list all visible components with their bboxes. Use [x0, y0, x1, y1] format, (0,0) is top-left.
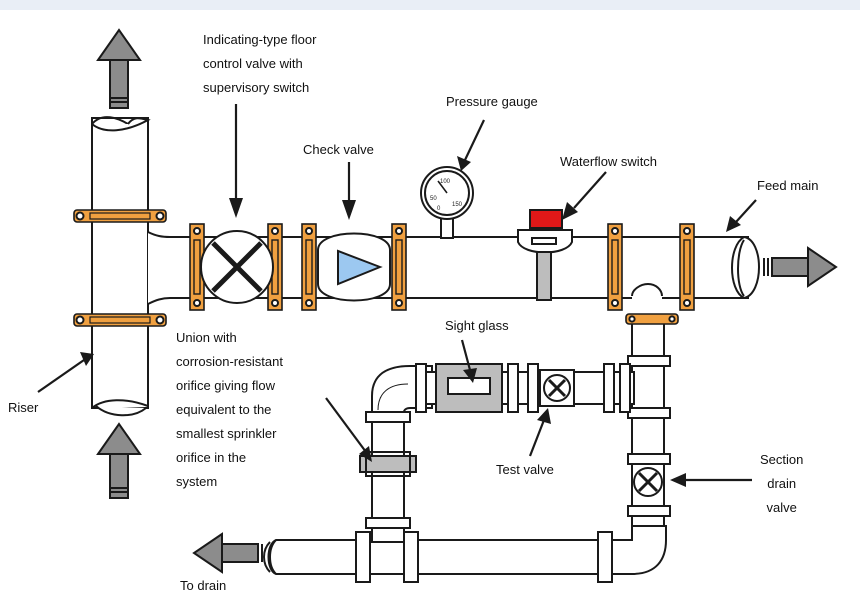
main-horizontal-pipe	[147, 231, 760, 305]
gauge-scale-0: 0	[437, 206, 441, 212]
sight-glass-label: Sight glass	[445, 318, 509, 333]
riser-up-arrow-bottom	[96, 422, 142, 499]
floor-control-valve	[200, 230, 274, 304]
top-bar	[0, 0, 860, 10]
right-vertical-couplings	[627, 355, 671, 517]
gauge-scale-50: 50	[430, 196, 437, 202]
test-valve	[539, 369, 575, 407]
feed-main-label: Feed main	[757, 178, 819, 193]
drain-bottom-pipe	[263, 531, 613, 583]
waterflow-switch	[517, 209, 573, 301]
floor-control-valve-label: Indicating-type floor control valve with…	[203, 32, 317, 95]
pointer-check-valve	[342, 162, 356, 220]
check-valve-body	[317, 232, 391, 302]
union-label: Union with corrosion-resistant orifice g…	[176, 330, 283, 489]
section-drain-valve	[633, 467, 663, 497]
riser-flange-upper	[73, 209, 167, 223]
pointer-union	[325, 397, 372, 462]
bottom-right-elbow	[607, 525, 667, 575]
pressure-gauge: 100 50 150 0	[420, 166, 474, 239]
riser-flange-lower	[73, 313, 167, 327]
pointer-test-valve	[528, 408, 551, 457]
pointer-pressure-gauge	[457, 119, 485, 171]
test-valve-label: Test valve	[496, 462, 554, 477]
pointer-floor-valve	[229, 104, 243, 218]
feed-main-arrow	[763, 246, 838, 288]
valve-flange-right	[267, 223, 283, 311]
main-flange-1	[607, 223, 623, 311]
riser-pipe	[91, 116, 151, 417]
pointer-riser	[37, 352, 94, 393]
check-flange-left	[301, 223, 317, 311]
gauge-scale-100: 100	[440, 179, 451, 185]
pointer-sight-glass	[460, 339, 477, 383]
check-flange-right	[391, 223, 407, 311]
section-drain-valve-label: Section drain valve	[760, 452, 804, 515]
gauge-scale-150: 150	[452, 202, 463, 208]
riser-up-arrow-top	[96, 28, 142, 109]
pointer-section-drain	[670, 473, 752, 487]
pointer-feed-main	[726, 199, 757, 232]
riser-label: Riser	[8, 400, 39, 415]
union-fitting	[359, 451, 417, 477]
main-flange-2	[679, 223, 695, 311]
check-valve-label: Check valve	[303, 142, 374, 157]
pressure-gauge-label: Pressure gauge	[446, 94, 538, 109]
tee-branch	[631, 282, 663, 318]
pointer-waterflow-switch	[562, 171, 607, 220]
to-drain-arrow	[192, 532, 263, 574]
waterflow-switch-label: Waterflow switch	[560, 154, 658, 169]
to-drain-label: To drain	[180, 578, 227, 593]
